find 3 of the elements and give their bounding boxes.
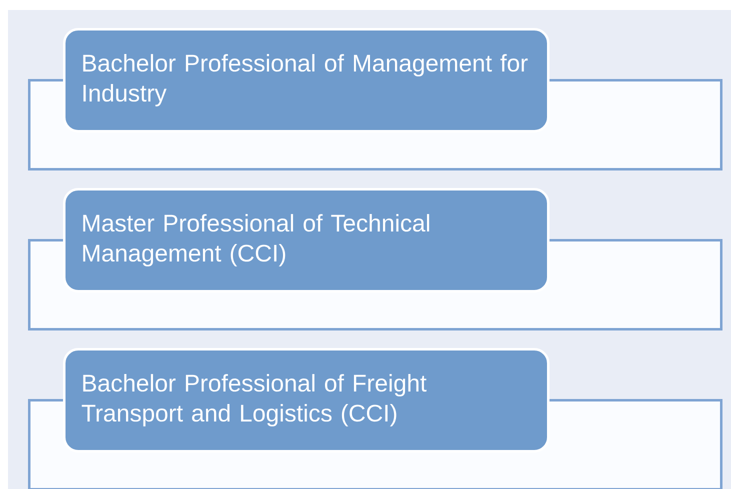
heading-tab: Bachelor Professional of Freight Transport and Logistics (CCI) bbox=[63, 348, 550, 452]
heading-tab: Master Professional of Technical Management (CCI) bbox=[63, 188, 550, 292]
heading-tab: Bachelor Professional of Management for Industry bbox=[63, 28, 550, 132]
